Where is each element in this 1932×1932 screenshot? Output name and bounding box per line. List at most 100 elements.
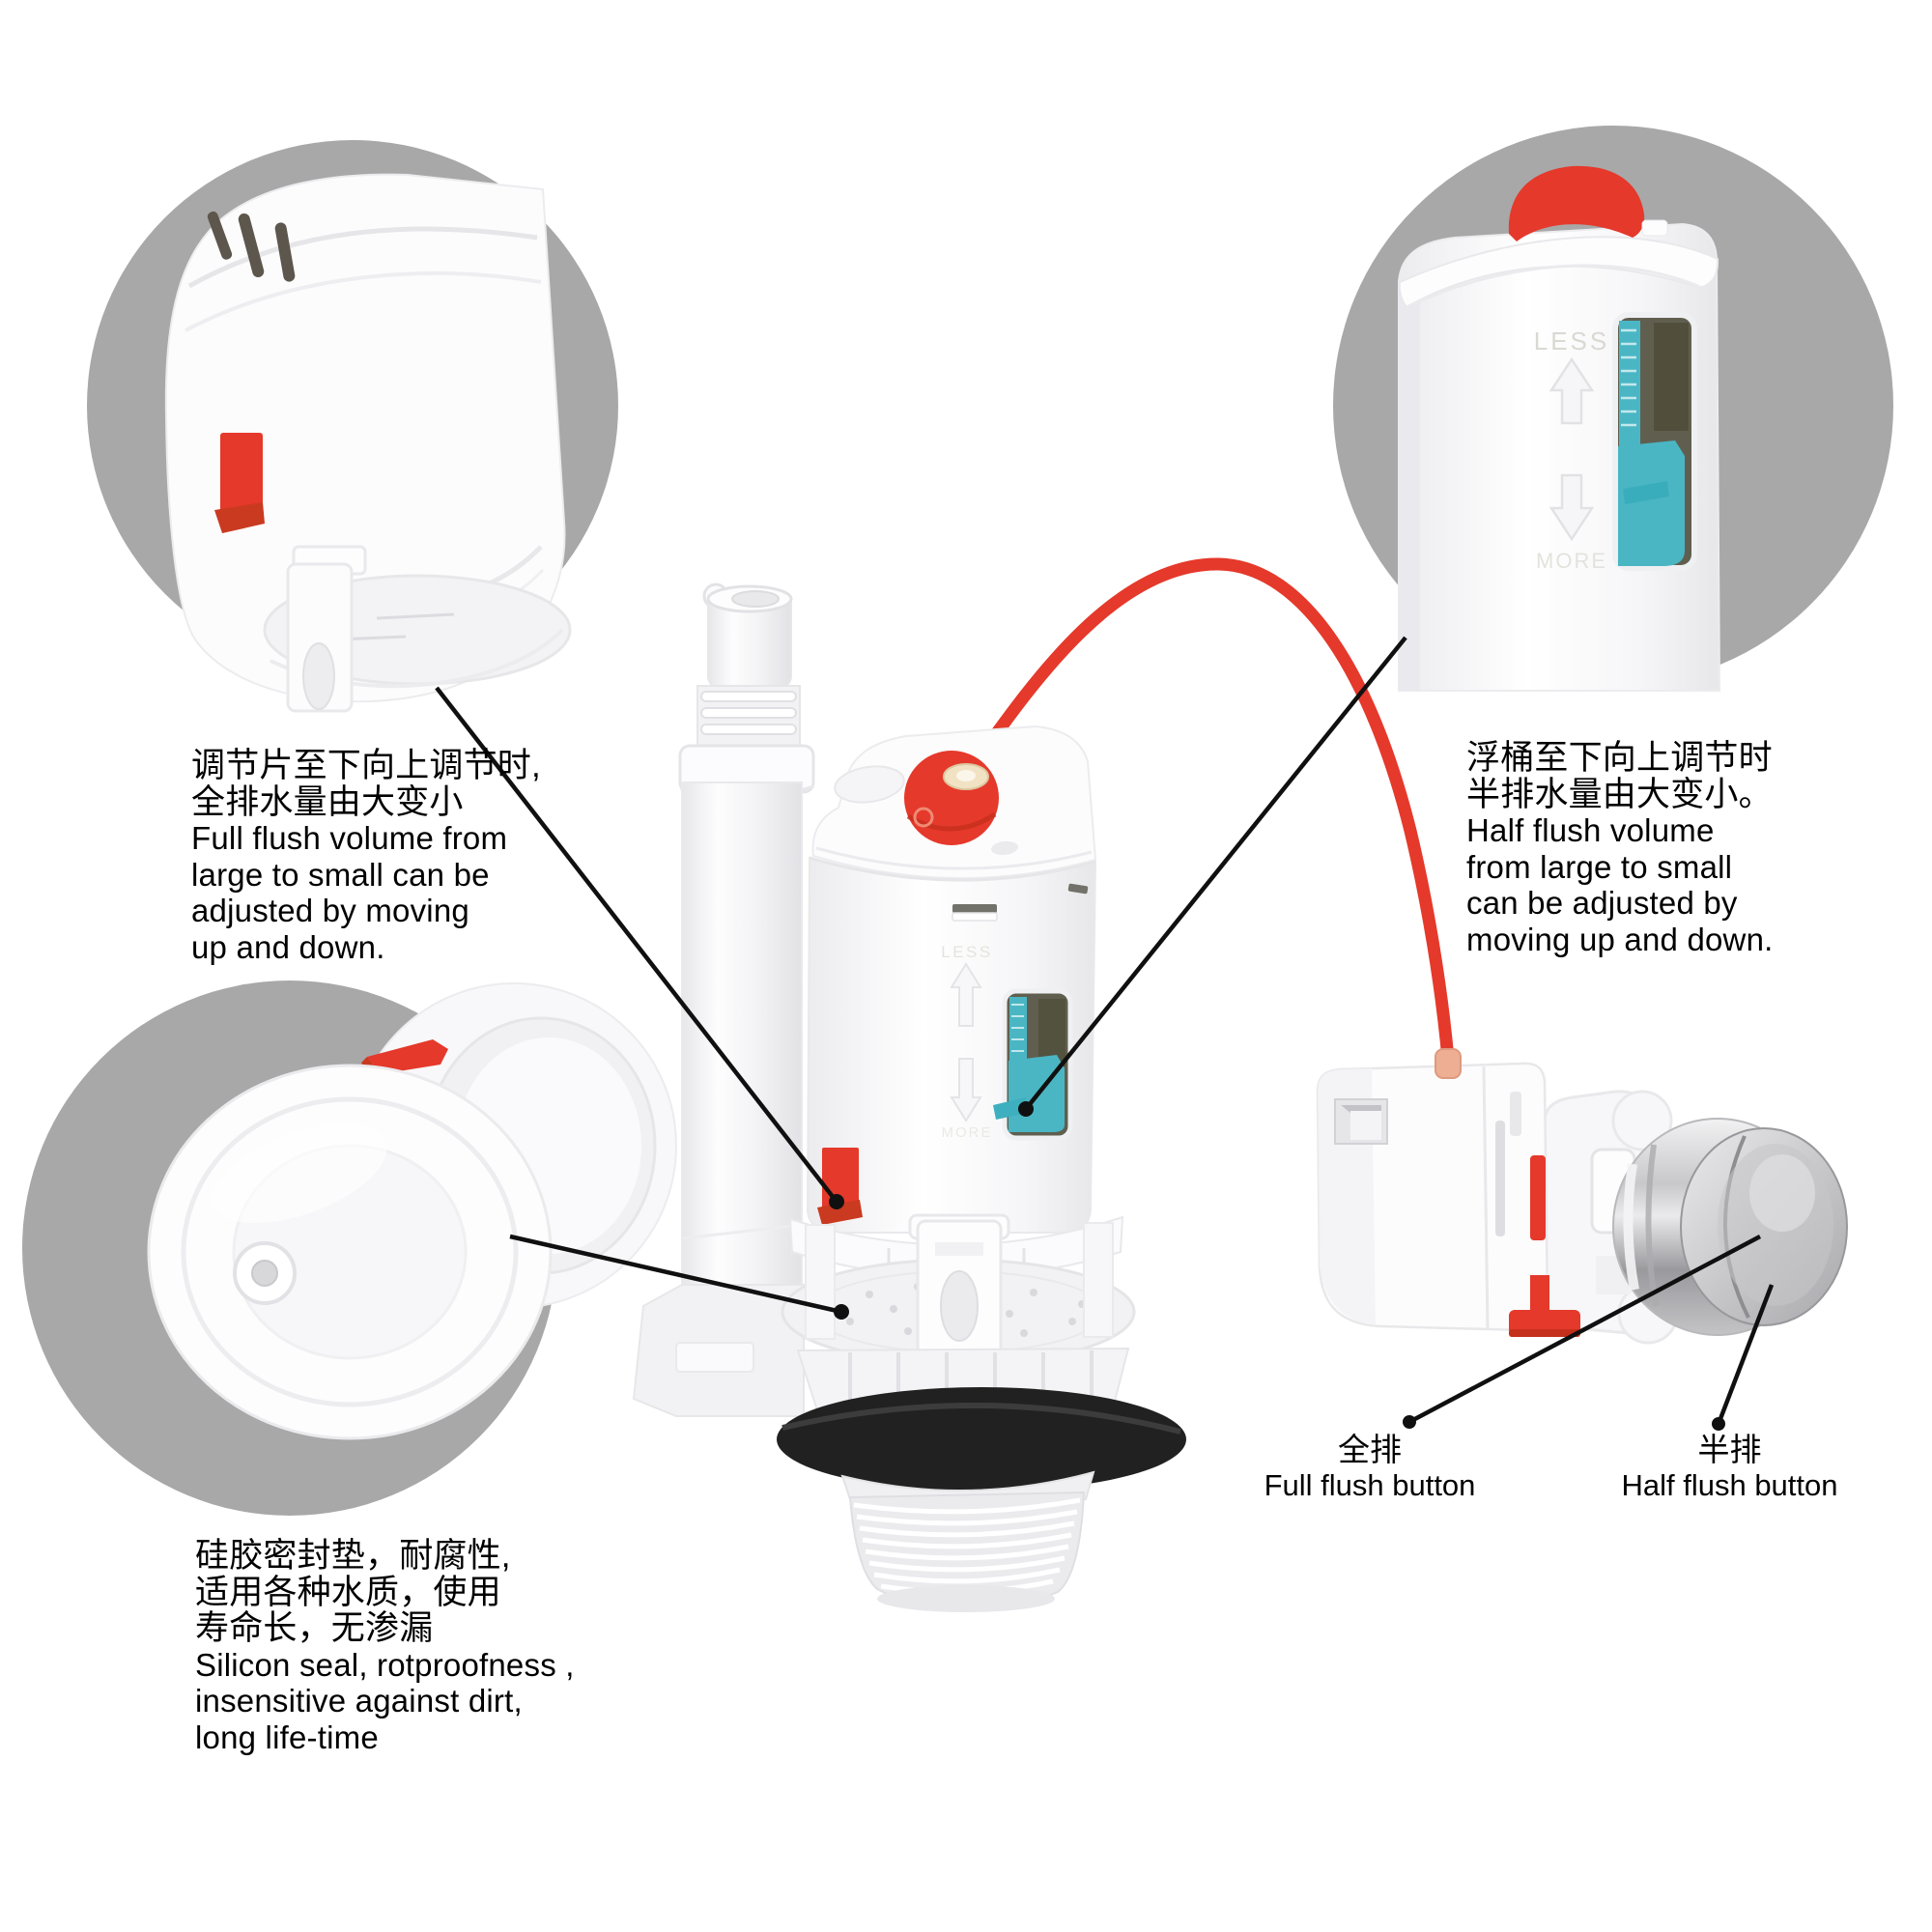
note-line: moving up and down. [1466, 921, 1774, 957]
molded-less-label: LESS [941, 943, 992, 961]
note-half-flush-adjust: 浮桶至下向上调节时 半排水量由大变小。 Half flush volume fr… [1466, 740, 1774, 957]
cap-hole [991, 840, 1018, 856]
callout-dots [829, 1101, 1725, 1431]
red-slider-base-shade [1509, 1329, 1580, 1337]
note-line: large to small can be [191, 856, 490, 893]
window-interior [1654, 323, 1689, 431]
callout-line-half-flush-float [1024, 636, 1407, 1111]
note-line: Full flush volume from [191, 820, 508, 856]
note-line: 寿命长，无渗漏 [195, 1609, 434, 1647]
teal-float-slider-zoom [1618, 440, 1685, 566]
body-slot-lip [952, 912, 998, 922]
red-linkage-cable [957, 557, 1455, 1065]
down-arrow-icon [950, 1058, 982, 1122]
side-strut [805, 1224, 836, 1340]
float-body-shade [1399, 290, 1420, 691]
red-adjust-tab-lip [214, 502, 265, 533]
callout-line-full-flush-adjuster [435, 686, 838, 1204]
body-slot-small [1067, 883, 1089, 895]
note-line: Silicon seal, rotproofness , [195, 1646, 575, 1683]
note-line: adjusted by moving [191, 893, 469, 928]
label-zh: 半排 [1697, 1432, 1762, 1467]
collar-lobe [1611, 1090, 1673, 1151]
callout-dot [829, 1194, 844, 1209]
thread-ridge [700, 707, 797, 719]
note-line: 调节片至下向上调节时, [191, 747, 541, 784]
cable-ferrule [1435, 1048, 1462, 1079]
note-full-flush-adjust: 调节片至下向上调节时, 全排水量由大变小 Full flush volume f… [191, 748, 541, 965]
note-line: up and down. [191, 928, 385, 965]
callout-dot [1712, 1417, 1725, 1431]
molded-more-label: MORE [942, 1124, 993, 1141]
label-en: Full flush button [1264, 1468, 1476, 1502]
detail-circle-half-flush-float: LESS MORE [1333, 126, 1893, 692]
label-zh: 全排 [1338, 1432, 1402, 1467]
box-slot [1510, 1092, 1521, 1136]
seal-disc-ring [181, 1096, 519, 1407]
label-half-flush-button: 半排 Half flush button [1606, 1432, 1853, 1503]
note-line: insensitive against dirt, [195, 1683, 523, 1719]
note-line: 全排水量由大变小 [191, 782, 464, 821]
chrome-streak [1645, 1144, 1659, 1307]
outlet-bottom-rim [877, 1585, 1055, 1612]
push-button-unit [1316, 1048, 1848, 1345]
note-line: 硅胶密封垫，耐腐性, [195, 1537, 511, 1575]
gasket-highlight [781, 1402, 1181, 1435]
teal-slider-tab [993, 1097, 1028, 1120]
callout-dot [1018, 1101, 1034, 1117]
cable-grommet-hole [956, 770, 976, 781]
red-slider-base [1509, 1310, 1580, 1335]
cup-rim-line [187, 226, 538, 289]
molded-more-label: MORE [1536, 549, 1607, 573]
vent-slot [207, 211, 233, 260]
callout-dot [1403, 1415, 1416, 1429]
cap-seam [815, 846, 1093, 870]
callout-line-full-flush-button [1407, 1235, 1762, 1424]
note-line: 适用各种水质，使用 [195, 1573, 501, 1611]
teal-slider-tab [1623, 481, 1669, 504]
disc-mark [376, 612, 455, 620]
detail-circle-silicon-seal [22, 980, 677, 1516]
note-line: long life-time [195, 1719, 379, 1755]
callout-dot [834, 1304, 849, 1320]
hole-face [1350, 1111, 1381, 1140]
flush-valve-main: LESS MORE [777, 724, 1186, 1612]
red-cap-zoom [1508, 165, 1645, 242]
red-slider-strip [1530, 1155, 1546, 1240]
up-arrow-icon [1548, 356, 1595, 425]
foot-step [675, 1342, 754, 1373]
seal-hub-hole [251, 1260, 278, 1287]
up-arrow-icon [950, 962, 982, 1027]
cup-collar-line [185, 271, 542, 332]
box-seam [1482, 1065, 1490, 1330]
vent-slot [238, 213, 265, 278]
red-adjust-tab-zoom [220, 433, 263, 514]
strut-notch [935, 1242, 983, 1256]
down-arrow-icon [1548, 473, 1595, 542]
tube-opening [731, 590, 780, 608]
note-line: 半排水量由大变小。 [1466, 775, 1773, 813]
overflow-tube [632, 582, 815, 1417]
strut-hole [940, 1270, 979, 1342]
cap-platform [834, 765, 905, 804]
body-slot [952, 904, 997, 913]
thread-ridge [700, 691, 797, 702]
note-line: from large to small [1466, 848, 1733, 885]
molded-less-label: LESS [1534, 327, 1610, 355]
red-adjust-tab-lip [817, 1200, 863, 1225]
detail-circle-full-flush-adjuster [87, 140, 618, 713]
note-line: can be adjusted by [1466, 885, 1738, 921]
note-line: Half flush volume [1466, 812, 1715, 848]
float-lid-seam [1406, 264, 1703, 309]
disc-highlight [212, 1123, 387, 1224]
lid-notch [1641, 219, 1668, 237]
note-line: 浮桶至下向上调节时 [1466, 739, 1773, 777]
vent-slot [274, 222, 296, 282]
button-highlight [1749, 1154, 1815, 1232]
red-adjust-tab-side [367, 1039, 448, 1074]
body-rim [809, 856, 1096, 882]
label-en: Half flush button [1621, 1468, 1838, 1502]
tube-seam [681, 1223, 803, 1240]
